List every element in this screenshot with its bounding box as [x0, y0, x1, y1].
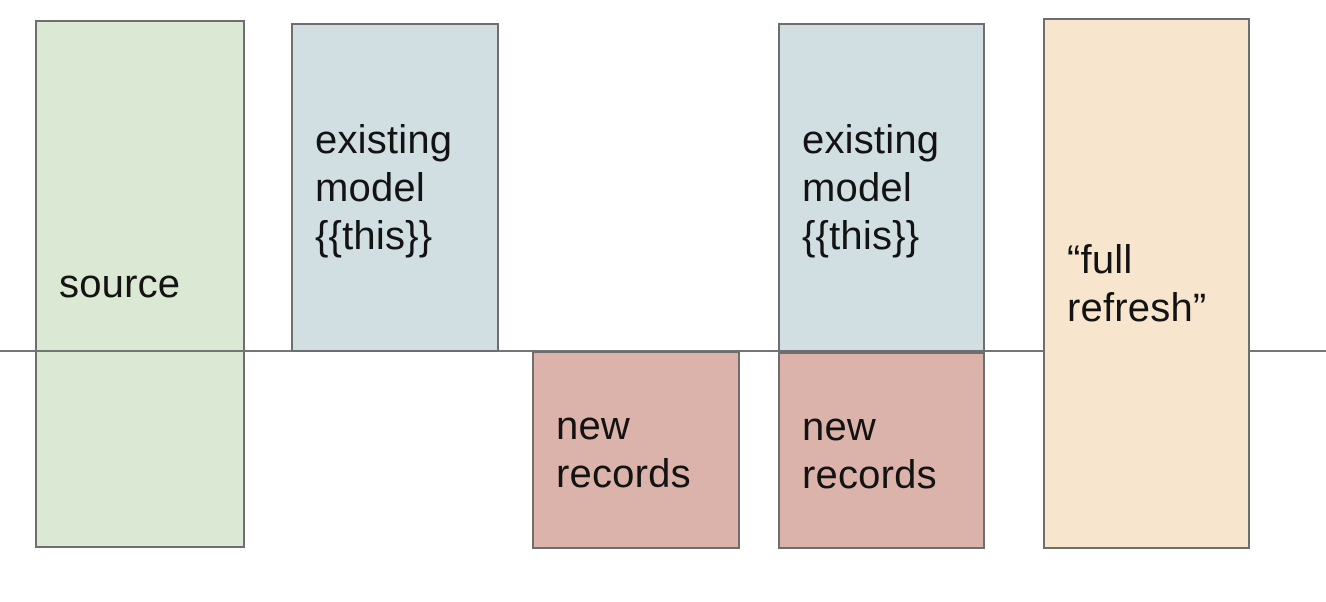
new-records-box-1: new records: [532, 351, 740, 549]
new-records-box-2: new records: [778, 352, 985, 549]
existing-model-box-2-label-line-2: model: [802, 165, 912, 210]
new-records-box-2-label-line-2: records: [802, 452, 937, 497]
source-box: source: [35, 20, 245, 548]
full-refresh-box-label-line-2: refresh”: [1067, 285, 1207, 330]
existing-model-box-1: existing model {{this}}: [291, 23, 499, 352]
existing-model-box-1-label-line-1: existing: [315, 117, 453, 162]
source-box-label: source: [59, 262, 181, 306]
existing-model-box-1-label-line-3: {{this}}: [315, 213, 433, 258]
new-records-box-1-label-line-1: new: [556, 404, 630, 448]
new-records-box-1-label-line-2: records: [556, 452, 691, 496]
existing-model-box-1-label-line-2: model: [315, 165, 425, 210]
full-refresh-box: “full refresh”: [1043, 18, 1250, 549]
full-refresh-box-label-line-1: “full: [1067, 237, 1133, 282]
new-records-box-2-label-line-1: new: [802, 404, 876, 449]
existing-model-box-2-label-line-3: {{this}}: [802, 213, 920, 258]
existing-model-box-2: existing model {{this}}: [778, 23, 985, 352]
existing-model-box-2-label-line-1: existing: [802, 117, 940, 162]
